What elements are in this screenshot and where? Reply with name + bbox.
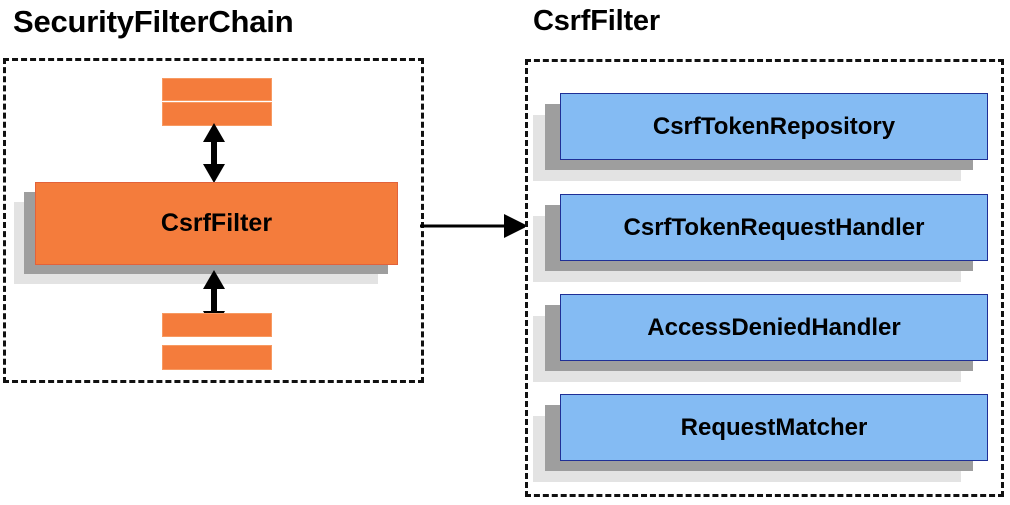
page-title-csrf-filter: CsrfFilter (533, 5, 660, 37)
component-card-request-matcher[interactable]: RequestMatcher (533, 394, 988, 482)
connector-arrow-right-icon (420, 214, 528, 238)
component-card-label: CsrfTokenRequestHandler (560, 194, 988, 261)
component-card-csrf-filter[interactable]: CsrfFilter (14, 182, 398, 284)
component-card-label: CsrfFilter (35, 182, 398, 265)
component-card-label: AccessDeniedHandler (560, 294, 988, 361)
component-card-label: RequestMatcher (560, 394, 988, 461)
page-title-security-filter-chain: SecurityFilterChain (13, 4, 294, 39)
filter-bar-top-1 (162, 78, 272, 101)
component-card-csrf-token-repository[interactable]: CsrfTokenRepository (533, 93, 988, 181)
bidirectional-arrow-up-icon (203, 123, 225, 183)
filter-bar-top-2 (162, 102, 272, 126)
filter-bar-bottom-2 (162, 345, 272, 370)
component-card-label: CsrfTokenRepository (560, 93, 988, 160)
component-card-csrf-token-request-handler[interactable]: CsrfTokenRequestHandler (533, 194, 988, 282)
filter-bar-bottom-1 (162, 313, 272, 337)
component-card-access-denied-handler[interactable]: AccessDeniedHandler (533, 294, 988, 382)
